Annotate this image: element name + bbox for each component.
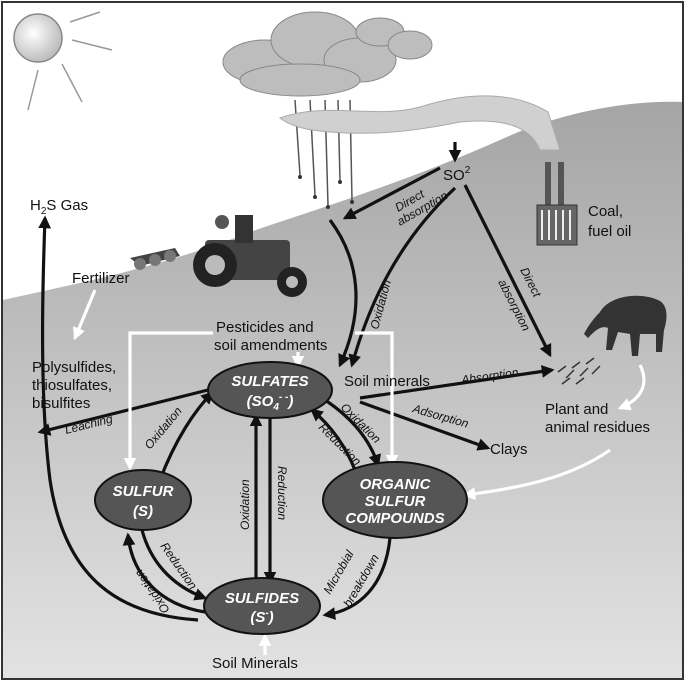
sulfates-label: SULFATES [231, 373, 308, 390]
node-sulfates: SULFATES (SO4- -) [207, 361, 333, 419]
arrow-sulfur-to-sulfates [158, 391, 214, 481]
so2-label: SO2 [443, 165, 471, 184]
arrow-sulfates-to-organic [324, 398, 381, 468]
node-sulfides: SULFIDES (S-) [203, 577, 321, 635]
thiosulfates-label: thiosulfates, [32, 377, 112, 394]
soil-minerals-bottom-label: Soil Minerals [212, 655, 298, 672]
animal-residues-label: animal residues [545, 419, 650, 436]
sulfur-formula: (S) [133, 503, 153, 520]
soil-minerals-top-label: Soil minerals [344, 373, 430, 390]
sulfides-formula: (S-) [250, 608, 273, 626]
bisulfites-label: bisulfites [32, 395, 90, 412]
arrow-organic-to-sulfates [310, 408, 357, 471]
sulfates-formula: (SO4- -) [247, 392, 294, 413]
arrow-pesticides-right [355, 331, 399, 468]
arrow-direct-absorption-left [342, 166, 441, 220]
polysulfides-label: Polysulfides, [32, 359, 116, 376]
arrow-microbial-breakdown [322, 537, 392, 620]
arrow-rain-to-sulfates [328, 219, 358, 368]
sun-icon [13, 11, 113, 111]
organic-label-3: COMPOUNDS [345, 510, 444, 527]
cloud-icon [222, 11, 433, 97]
clays-label: Clays [490, 441, 528, 458]
factory-icon [536, 162, 578, 246]
plant-label: Plant and [545, 401, 608, 418]
arrow-direct-absorption-right [463, 184, 552, 358]
soil-region [3, 101, 682, 678]
reduction-center-label: Reduction [275, 466, 289, 520]
soil-amendments-label: soil amendments [214, 337, 327, 354]
organic-label-1: ORGANIC [360, 476, 432, 493]
h2s-gas-label: H2S Gas [30, 197, 88, 217]
coal-label: Coal, [588, 203, 623, 220]
arrow-h2s-gas [38, 215, 199, 622]
grass-icon [557, 357, 601, 385]
horse-icon [584, 295, 667, 356]
organic-label-2: SULFUR [365, 493, 426, 510]
arrow-sulfur-to-sulfides [140, 529, 208, 601]
arrow-adsorption [359, 400, 491, 451]
arrow-residues-to-organic [462, 448, 611, 501]
arrow-pesticides-left [123, 331, 213, 471]
node-sulfur: SULFUR (S) [94, 469, 192, 531]
pesticides-label: Pesticides and [216, 319, 314, 336]
arrow-oxidation-sky [348, 186, 457, 368]
fertilizer-label: Fertilizer [72, 270, 130, 287]
smoke-plume [278, 95, 561, 151]
arrow-fertilizer [73, 289, 97, 341]
arrow-sulfides-to-sulfur [122, 532, 206, 614]
arrow-leaching [37, 388, 209, 436]
fuel-oil-label: fuel oil [588, 223, 631, 240]
arrow-animal-residues [617, 364, 646, 411]
node-organic-sulfur-compounds: ORGANIC SULFUR COMPOUNDS [322, 461, 468, 539]
tractor-icon [130, 215, 307, 297]
oxidation-center-label: Oxidation [238, 479, 252, 530]
sulfides-label: SULFIDES [225, 590, 299, 607]
sulfur-label: SULFUR [113, 483, 174, 500]
